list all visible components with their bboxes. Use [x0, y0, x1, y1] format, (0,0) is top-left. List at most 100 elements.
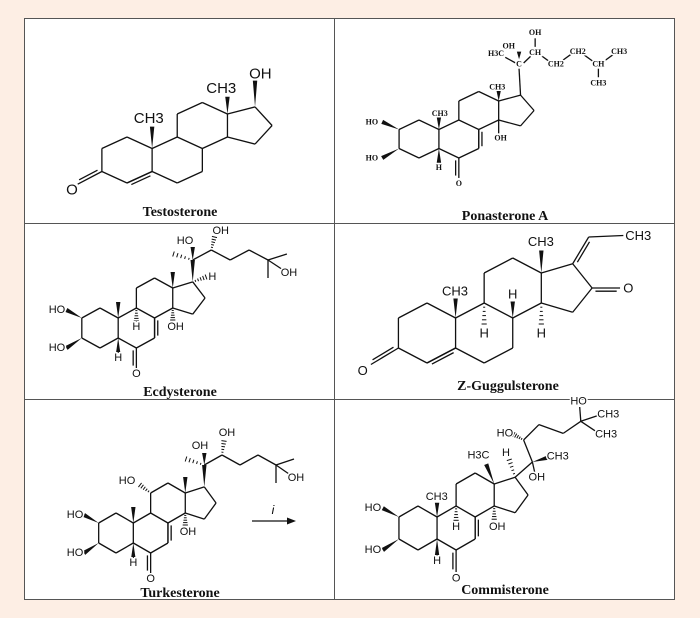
atom-label: HO [119, 475, 136, 487]
atom-label: CH [529, 48, 542, 57]
caption-turkesterone: Turkesterone [140, 586, 219, 601]
atom-label: OH [180, 526, 197, 538]
single-bond [438, 119, 460, 131]
row-divider [24, 223, 675, 224]
single-bond [254, 125, 273, 145]
single-bond [455, 538, 476, 551]
atom-label: CH3 [442, 284, 468, 299]
double-bond [426, 347, 456, 364]
atom-label: H [502, 447, 510, 459]
single-bond [398, 505, 419, 518]
hash-line [221, 445, 226, 448]
double-bond-inner [131, 175, 151, 186]
atom-label: CH3 [206, 80, 236, 97]
atom-label: OH [529, 471, 546, 483]
single-bond [458, 119, 480, 131]
wedge-bond [65, 338, 82, 350]
atom-label: HO [365, 502, 382, 514]
double-bond [370, 347, 399, 366]
single-bond [540, 54, 551, 63]
single-bond [455, 347, 485, 364]
single-bond [167, 512, 186, 524]
wedge-bond [436, 117, 442, 130]
atom-label: CH3 [426, 491, 448, 503]
hash-line [508, 462, 513, 465]
hash-bond [210, 235, 218, 249]
single-bond [126, 136, 153, 150]
atom-label: C [516, 59, 522, 68]
single-bond [98, 542, 117, 554]
atom-label: OH [281, 267, 298, 279]
wedge-bond [82, 513, 99, 523]
wedge-bond [170, 272, 175, 288]
single-bond [99, 337, 119, 349]
hash-line [509, 465, 514, 468]
hash-bond [453, 508, 459, 521]
single-bond [561, 53, 572, 62]
single-bond [494, 476, 516, 485]
single-bond [202, 136, 228, 150]
atom-label: HO [570, 396, 587, 408]
atom-label: H [433, 555, 441, 567]
atom-label: OH [489, 521, 506, 533]
single-bond [483, 302, 514, 319]
single-bond [229, 249, 250, 261]
single-bond [185, 512, 205, 520]
hash-bond [170, 309, 176, 321]
single-bond [514, 476, 529, 496]
hash-line [138, 482, 142, 488]
single-bond [150, 512, 169, 524]
atom-label: H [436, 163, 443, 172]
atom-label: HO [177, 235, 194, 247]
hash-line [140, 484, 144, 489]
atom-label: HO [366, 154, 378, 163]
atom-label: CH3 [528, 234, 554, 249]
wedge-bond [436, 148, 442, 163]
hash-line [221, 440, 227, 442]
single-bond [239, 454, 259, 466]
atom-label: OH [502, 41, 515, 50]
single-bond [203, 486, 217, 504]
hash-line [180, 254, 183, 259]
caption-testosterone: Testosterone [143, 205, 218, 220]
atom-label: HO [49, 342, 66, 354]
double-bond [77, 170, 103, 185]
atom-label: CH [592, 59, 605, 68]
atom-label: CH3 [625, 228, 651, 243]
atom-label: H3C [467, 449, 489, 461]
single-bond [101, 170, 128, 184]
single-bond [172, 281, 193, 289]
wedge-bond [115, 302, 121, 318]
atom-label: HO [365, 544, 382, 556]
single-bond [210, 249, 231, 261]
single-bond [455, 505, 476, 518]
single-bond [523, 424, 540, 441]
single-bond [176, 136, 203, 150]
single-bond [572, 263, 593, 289]
wedge-bond [539, 250, 544, 273]
caption-ecdysterone: Ecdysterone [143, 385, 217, 400]
single-bond [192, 281, 206, 299]
atom-label: HO [67, 509, 84, 521]
hash-line [199, 462, 202, 465]
single-bond [512, 257, 542, 274]
single-bond [478, 119, 499, 131]
hash-line [176, 252, 179, 258]
single-bond [136, 307, 155, 319]
wedge-bond [65, 308, 82, 318]
single-bond [512, 302, 542, 319]
single-bond [426, 302, 456, 319]
single-bond [275, 458, 295, 466]
single-bond [221, 454, 241, 466]
hash-bond [138, 482, 150, 493]
single-bond [458, 147, 480, 159]
single-bond [101, 136, 128, 150]
single-bond [185, 486, 205, 494]
atom-label: O [456, 179, 462, 188]
single-bond [136, 337, 155, 349]
atom-label: OH [494, 134, 507, 143]
hash-bond [133, 310, 139, 322]
